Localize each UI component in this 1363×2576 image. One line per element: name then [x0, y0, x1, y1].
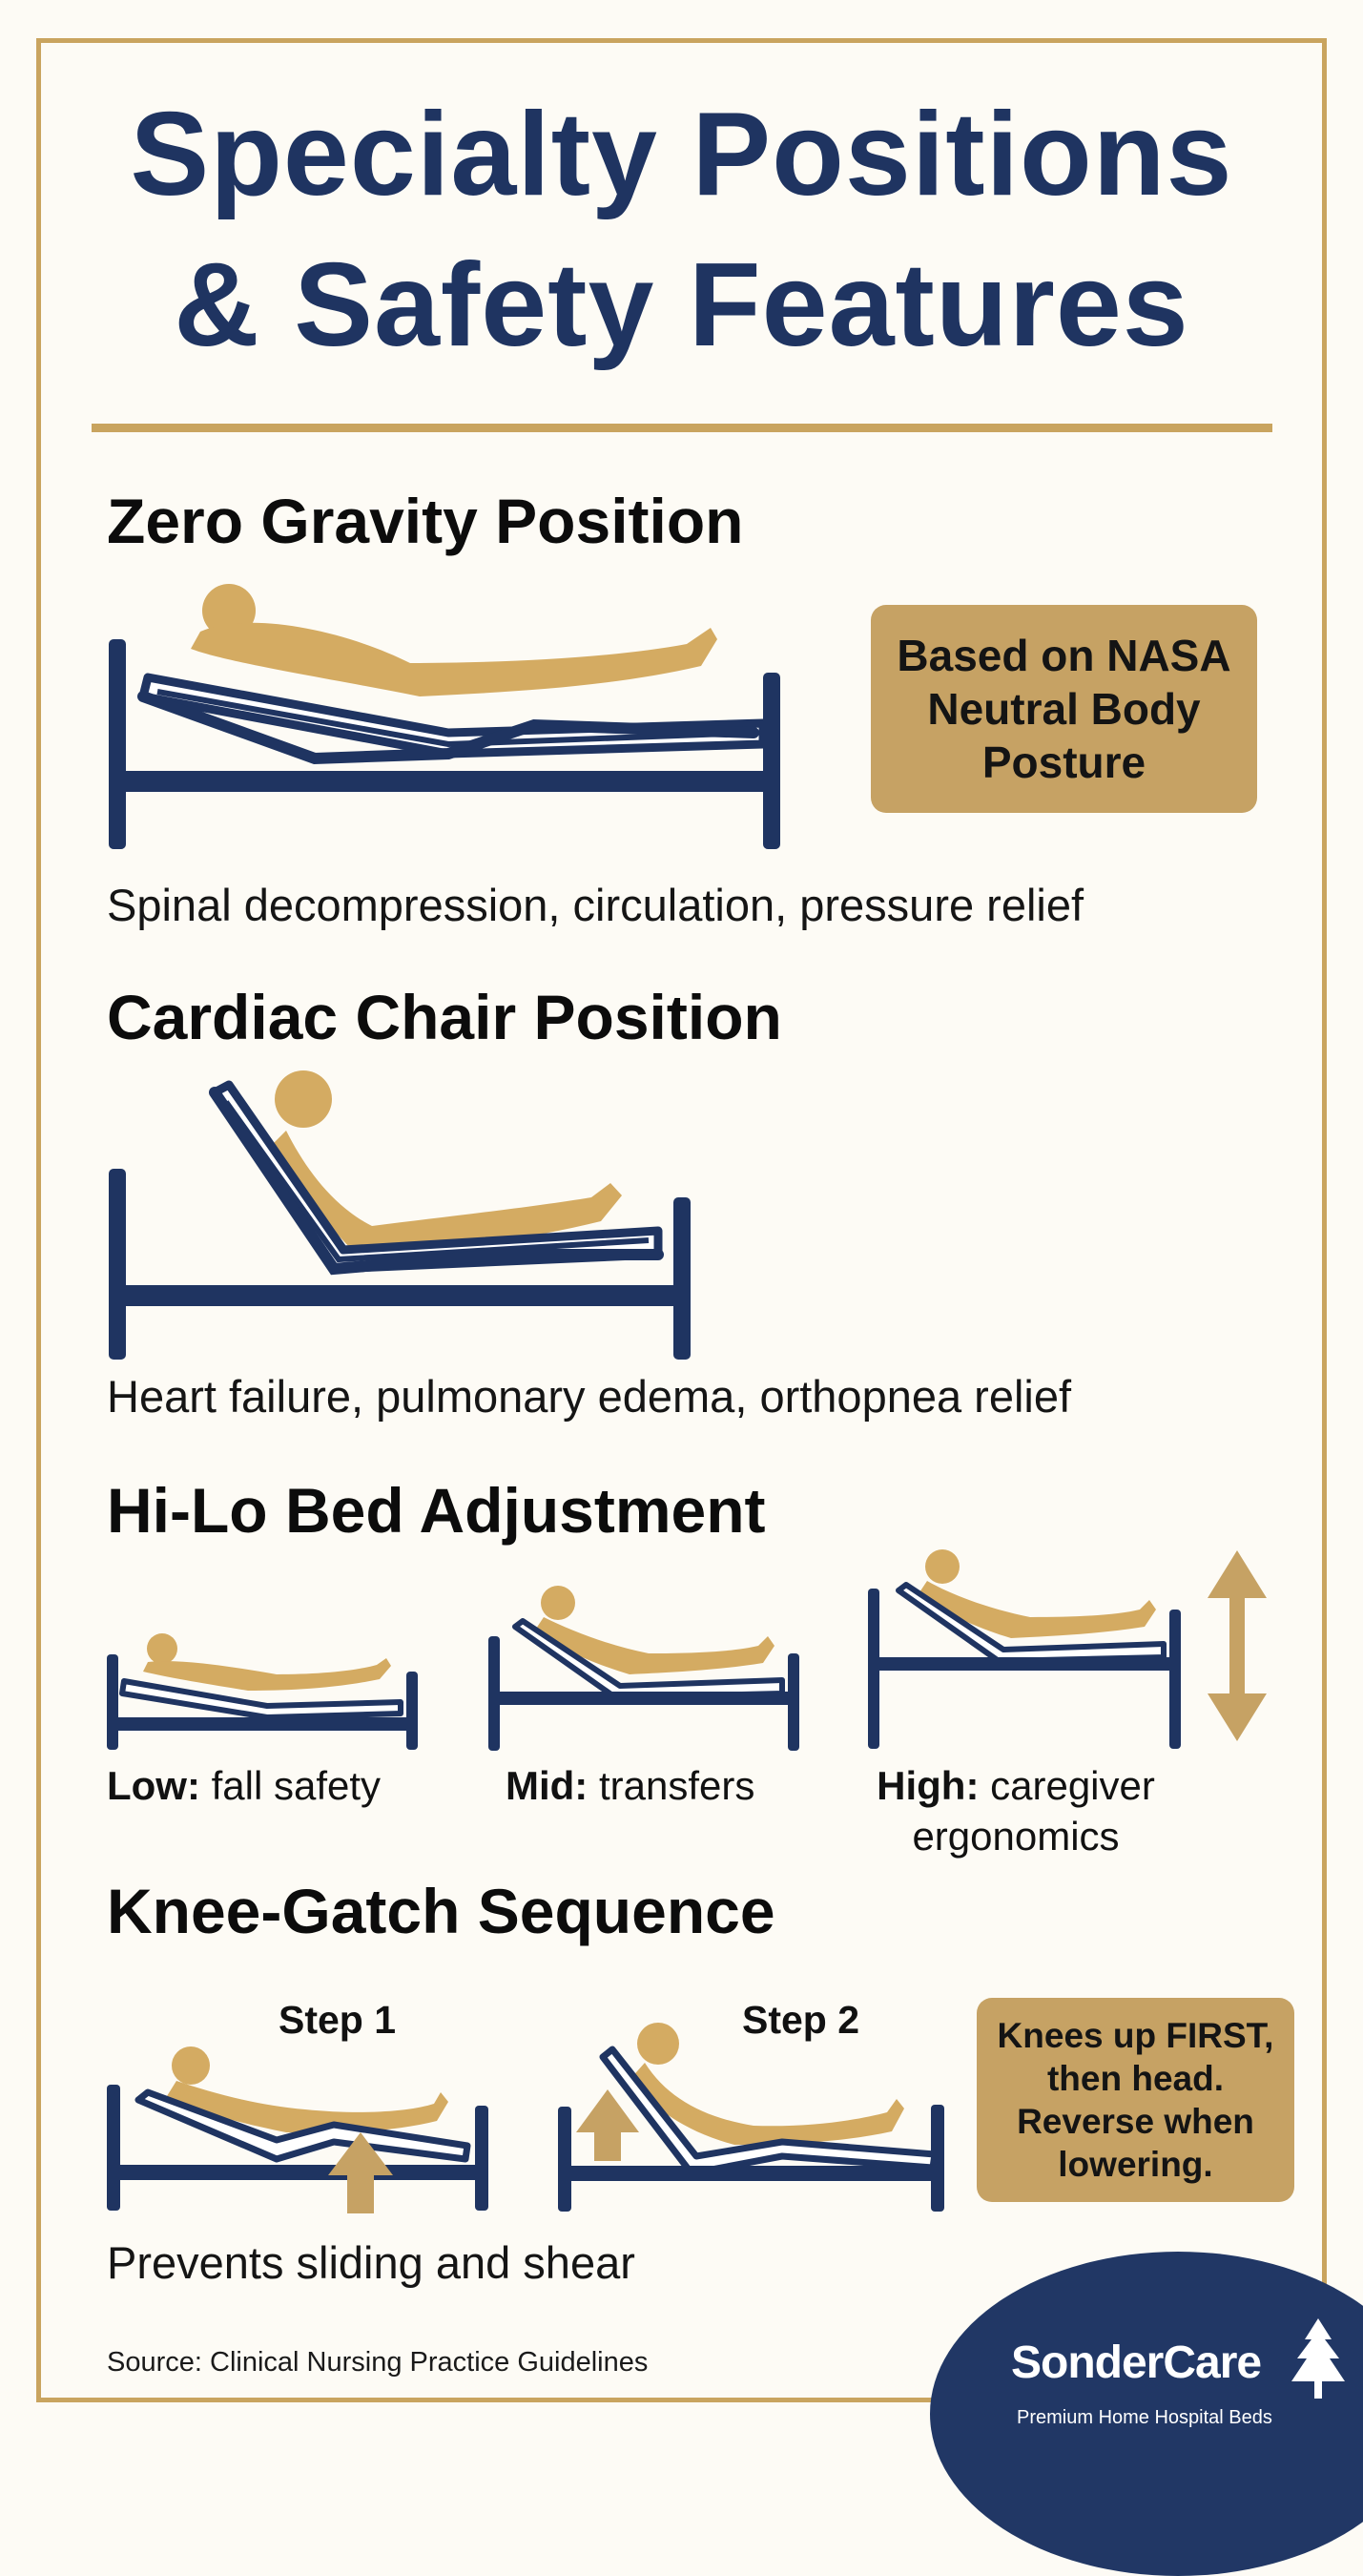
reclining-person-icon — [630, 2023, 904, 2145]
callout-line: Based on NASA — [897, 630, 1231, 680]
knee-gatch-step-1-illustration — [107, 2046, 488, 2213]
cardiac-chair-heading: Cardiac Chair Position — [107, 982, 782, 1052]
hospital-bed-icon — [558, 2046, 944, 2212]
hi-lo-high-bed-illustration — [868, 1549, 1267, 1749]
hospital-bed-icon — [107, 1654, 418, 1750]
cardiac-chair-description: Heart failure, pulmonary edema, orthopne… — [107, 1371, 1072, 1422]
callout-line: Reverse when — [1017, 2102, 1254, 2141]
brand-name: SonderCare — [1011, 2337, 1262, 2388]
high-label-text-2: ergonomics — [912, 1813, 1120, 1859]
zero-gravity-heading: Zero Gravity Position — [107, 486, 744, 556]
brand-tagline: Premium Home Hospital Beds — [1017, 2407, 1272, 2428]
reclining-person-icon — [534, 1586, 774, 1674]
hospital-bed-icon — [868, 1582, 1181, 1749]
cardiac-chair-bed-illustration — [109, 1070, 691, 1360]
hospital-bed-icon — [109, 1080, 691, 1360]
hospital-bed-icon — [107, 2085, 488, 2211]
reclining-person-icon — [272, 1070, 622, 1259]
callout-line: Knees up FIRST, — [997, 2015, 1274, 2055]
page-frame — [36, 38, 1327, 2402]
knee-gatch-step-2-illustration — [558, 2023, 944, 2212]
pine-tree-icon — [1291, 2318, 1345, 2399]
reclining-person-icon — [191, 584, 717, 696]
hospital-bed-icon — [488, 1618, 799, 1751]
hi-lo-low-label: Low: fall safety — [107, 1761, 422, 1812]
hi-lo-mid-label: Mid: transfers — [506, 1761, 811, 1812]
zero-gravity-bed-illustration — [109, 584, 780, 849]
page-title-line-1: Specialty Positions — [130, 89, 1233, 220]
callout-line: Neutral Body — [927, 683, 1201, 734]
mid-label-key: Mid: — [506, 1763, 589, 1808]
callout-line: lowering. — [1058, 2145, 1213, 2185]
reclining-person-icon — [143, 1633, 391, 1691]
low-label-text: fall safety — [211, 1763, 382, 1808]
hi-lo-mid-bed-illustration — [488, 1586, 799, 1751]
hospital-bed-icon — [109, 639, 780, 849]
hi-lo-heading: Hi-Lo Bed Adjustment — [107, 1475, 766, 1546]
up-down-arrow-icon — [1208, 1550, 1267, 1741]
knee-gatch-heading: Knee-Gatch Sequence — [107, 1876, 775, 1946]
reclining-person-icon — [167, 2046, 448, 2133]
knee-gatch-description: Prevents sliding and shear — [107, 2237, 635, 2288]
callout-line: Posture — [981, 737, 1146, 788]
page-title-line-2: & Safety Features — [174, 239, 1189, 371]
callout-line: then head. — [1046, 2058, 1224, 2098]
source-citation: Source: Clinical Nursing Practice Guidel… — [107, 2347, 649, 2378]
hi-lo-high-label: High: caregiver ergonomics — [854, 1761, 1178, 1861]
zero-gravity-callout: Based on NASA Neutral Body Posture — [871, 605, 1257, 813]
zero-gravity-description: Spinal decompression, circulation, press… — [107, 880, 1084, 930]
high-label-key: High: — [877, 1763, 980, 1808]
title-divider — [92, 424, 1272, 432]
low-label-key: Low: — [107, 1763, 200, 1808]
up-arrow-icon — [576, 2089, 639, 2161]
hi-lo-low-bed-illustration — [107, 1633, 418, 1750]
up-arrow-icon — [328, 2132, 393, 2213]
high-label-text: caregiver — [990, 1763, 1155, 1808]
step-2-label: Step 2 — [742, 1998, 860, 2042]
step-1-label: Step 1 — [279, 1998, 397, 2042]
mid-label-text: transfers — [598, 1763, 755, 1808]
reclining-person-icon — [918, 1549, 1156, 1638]
knee-gatch-callout: Knees up FIRST, then head. Reverse when … — [977, 1998, 1294, 2202]
